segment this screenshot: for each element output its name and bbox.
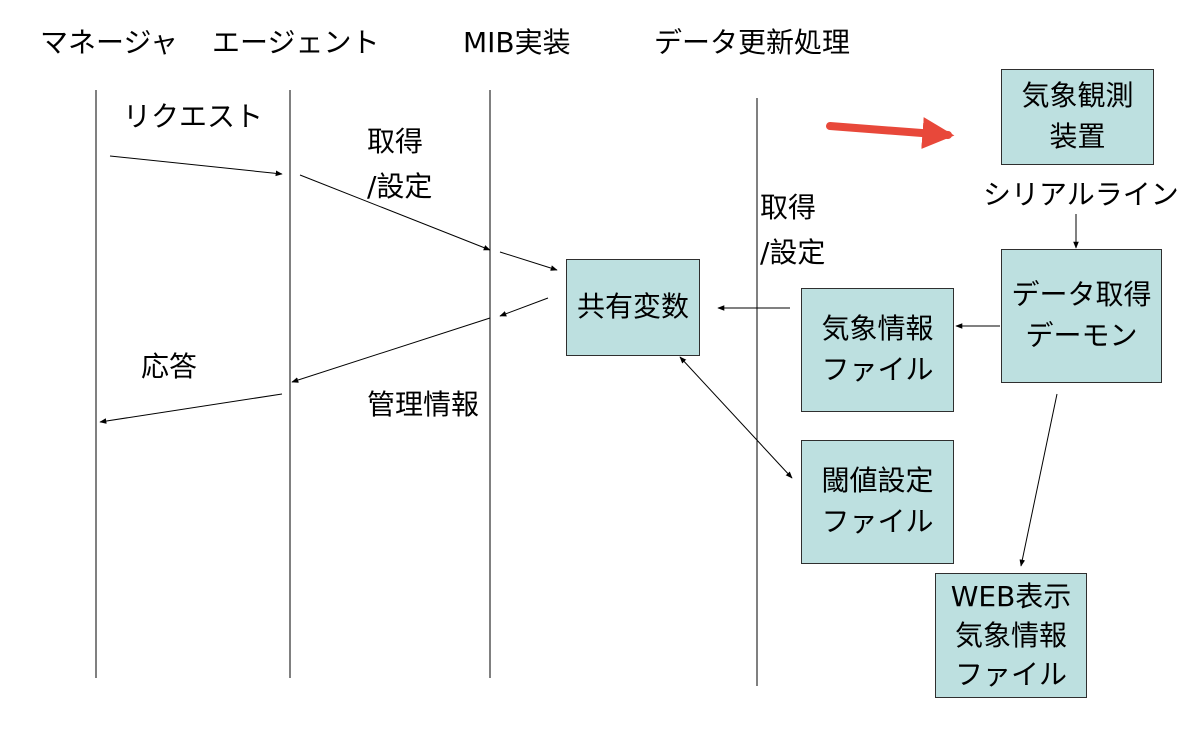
shared-var-to-mib-arrow: [499, 297, 549, 317]
set-label: /設定: [760, 235, 826, 269]
lane-header-mib: MIB実装: [463, 26, 571, 59]
management-info-label: 管理情報: [367, 388, 480, 421]
request-arrow: [109, 155, 283, 177]
response-label: 応答: [141, 350, 198, 383]
lane-header-agent: エージェント: [212, 26, 380, 59]
box-label: 気象情報: [954, 618, 1067, 652]
shared-var-threshold-arrow: [679, 356, 793, 479]
box-label: データ取得: [1011, 278, 1152, 312]
box-label: WEB表示: [950, 579, 1072, 613]
set-label: /設定: [367, 169, 433, 203]
serial-line-label: シリアルライン: [983, 178, 1179, 211]
box-label: 気象観測: [1021, 79, 1134, 113]
web-display-weather-file-box: WEB表示 気象情報 ファイル: [935, 573, 1087, 698]
box-label: ファイル: [954, 658, 1067, 692]
get-set-label-update: 取得 /設定: [760, 186, 825, 276]
weather-info-file-box: 気象情報 ファイル: [801, 288, 954, 412]
mib-to-agent-arrow: [291, 317, 491, 383]
agent-to-mib-arrow: [299, 174, 491, 251]
response-arrow: [99, 393, 283, 424]
threshold-settings-file-box: 閾値設定 ファイル: [801, 440, 954, 564]
shared-variable-box: 共有変数: [566, 259, 700, 356]
box-label: 閾値設定: [821, 464, 934, 498]
get-set-label-agent: 取得 /設定: [367, 120, 432, 210]
box-label: 装置: [1049, 120, 1106, 153]
box-label: 共有変数: [576, 290, 689, 324]
box-label: ファイル: [821, 505, 934, 538]
get-label: 取得: [760, 191, 817, 224]
highlight-arrow: [826, 117, 955, 150]
box-label: ファイル: [821, 353, 934, 386]
lane-header-manager: マネージャ: [40, 26, 179, 59]
lane-header-update: データ更新処理: [654, 26, 851, 59]
daemon-to-web-file-arrow: [1019, 393, 1058, 567]
request-label: リクエスト: [123, 100, 264, 133]
weather-observation-device-box: 気象観測 装置: [1001, 69, 1154, 165]
get-label: 取得: [367, 125, 424, 158]
box-label: デーモン: [1025, 319, 1138, 352]
mib-to-shared-var-arrow: [499, 251, 558, 271]
data-acquisition-daemon-box: データ取得 デーモン: [1001, 249, 1162, 383]
box-label: 気象情報: [821, 312, 934, 346]
